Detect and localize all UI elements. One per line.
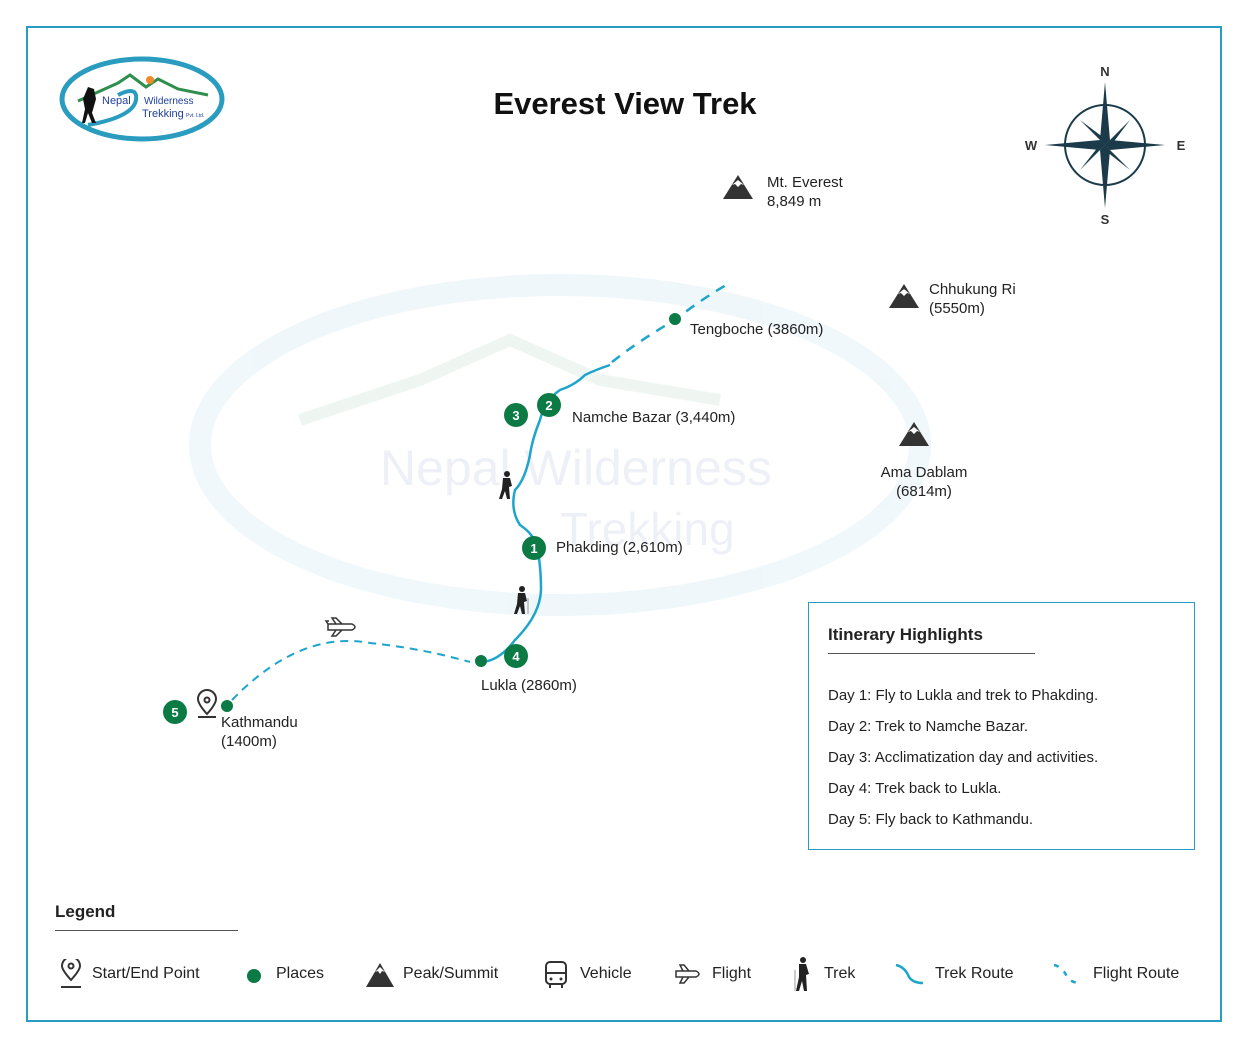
- svg-text:1: 1: [530, 541, 537, 556]
- legend-trek-route: Trek Route: [893, 959, 1051, 989]
- legend-start-end: Start/End Point: [56, 959, 244, 989]
- svg-text:Mt. Everest: Mt. Everest: [767, 174, 844, 191]
- legend-trek: Trek: [790, 956, 893, 992]
- day-marker-5: 5: [163, 700, 187, 724]
- compass-north: N: [1100, 64, 1109, 79]
- svg-text:5: 5: [171, 705, 178, 720]
- legend-flight-route: Flight Route: [1051, 959, 1179, 989]
- flight-route: [231, 639, 471, 701]
- itinerary-item: Day 3: Acclimatization day and activitie…: [828, 749, 1099, 766]
- itinerary-item: Day 1: Fly to Lukla and trek to Phakding…: [828, 687, 1099, 704]
- vehicle-icon: [545, 961, 567, 988]
- svg-text:Nepal: Nepal: [102, 95, 131, 107]
- itinerary-item: Day 2: Trek to Namche Bazar.: [828, 718, 1029, 735]
- peak-everest: Mt. Everest 8,849 m: [723, 174, 844, 210]
- svg-text:3: 3: [512, 408, 519, 423]
- place-dot-tengboche: [669, 313, 681, 325]
- place-icon: [247, 969, 261, 983]
- svg-text:Ama Dablam: Ama Dablam: [881, 464, 968, 481]
- compass-south: S: [1101, 212, 1110, 227]
- trek-icon: [794, 957, 809, 991]
- svg-text:(6814m): (6814m): [896, 483, 952, 500]
- label-kathmandu-elev: (1400m): [221, 733, 277, 750]
- legend-flight: Flight: [674, 959, 790, 989]
- itinerary-panel: Itinerary Highlights Day 1: Fly to Lukla…: [808, 602, 1195, 850]
- svg-text:Nepal Wilderness: Nepal Wilderness: [380, 440, 772, 496]
- trek-icon: [514, 586, 529, 614]
- legend-title: Legend: [55, 902, 238, 931]
- company-logo: Nepal Wilderness Trekking Pvt. Ltd.: [59, 56, 225, 142]
- map-title: Everest View Trek: [493, 86, 757, 121]
- label-lukla: Lukla (2860m): [481, 677, 577, 694]
- svg-text:Trekking: Trekking: [142, 108, 184, 120]
- svg-text:Wilderness: Wilderness: [144, 96, 193, 107]
- itinerary-title: Itinerary Highlights: [828, 625, 1035, 654]
- svg-text:4: 4: [512, 649, 520, 664]
- day-marker-2: 2: [537, 393, 561, 417]
- place-dot-lukla: [475, 655, 487, 667]
- peak-chhukung-ri: Chhukung Ri (5550m): [889, 281, 1016, 317]
- day-marker-4: 4: [504, 644, 528, 668]
- route-map: Nepal Wilderness Trekking N E S W Mt. Ev…: [163, 64, 1186, 750]
- day-marker-1: 1: [522, 536, 546, 560]
- place-dot-kathmandu: [221, 700, 233, 712]
- legend-peak: Peak/Summit: [365, 959, 542, 989]
- flight-route-icon: [1053, 963, 1082, 985]
- flight-icon: [675, 964, 700, 984]
- legend-vehicle: Vehicle: [542, 959, 674, 989]
- svg-text:(5550m): (5550m): [929, 300, 985, 317]
- legend-places: Places: [244, 959, 365, 989]
- svg-text:Pvt. Ltd.: Pvt. Ltd.: [186, 113, 204, 119]
- label-phakding: Phakding (2,610m): [556, 539, 683, 556]
- trek-route-icon: [895, 963, 924, 985]
- map-frame: [26, 26, 1222, 1022]
- label-kathmandu: Kathmandu: [221, 714, 298, 731]
- svg-text:2: 2: [545, 398, 552, 413]
- label-namche: Namche Bazar (3,440m): [572, 409, 735, 426]
- start-end-point-icon: [60, 959, 82, 988]
- svg-text:Chhukung Ri: Chhukung Ri: [929, 281, 1016, 298]
- peak-ama-dablam: Ama Dablam (6814m): [881, 422, 968, 500]
- itinerary-item: Day 4: Trek back to Lukla.: [828, 780, 1002, 797]
- label-tengboche: Tengboche (3860m): [690, 321, 823, 338]
- legend: Start/End Point Places Peak/Summit Vehic…: [56, 956, 1179, 992]
- svg-text:Trekking: Trekking: [560, 503, 735, 555]
- trek-icon: [499, 471, 512, 499]
- day-marker-3: 3: [504, 403, 528, 427]
- compass-rose: N E S W: [1025, 64, 1186, 227]
- trek-route: [482, 363, 611, 664]
- peak-icon: [366, 963, 394, 987]
- compass-west: W: [1025, 138, 1038, 153]
- flight-icon: [324, 617, 356, 637]
- svg-text:8,849 m: 8,849 m: [767, 193, 821, 210]
- start-end-point-icon: [196, 689, 218, 718]
- compass-east: E: [1177, 138, 1186, 153]
- itinerary-item: Day 5: Fly back to Kathmandu.: [828, 811, 1034, 828]
